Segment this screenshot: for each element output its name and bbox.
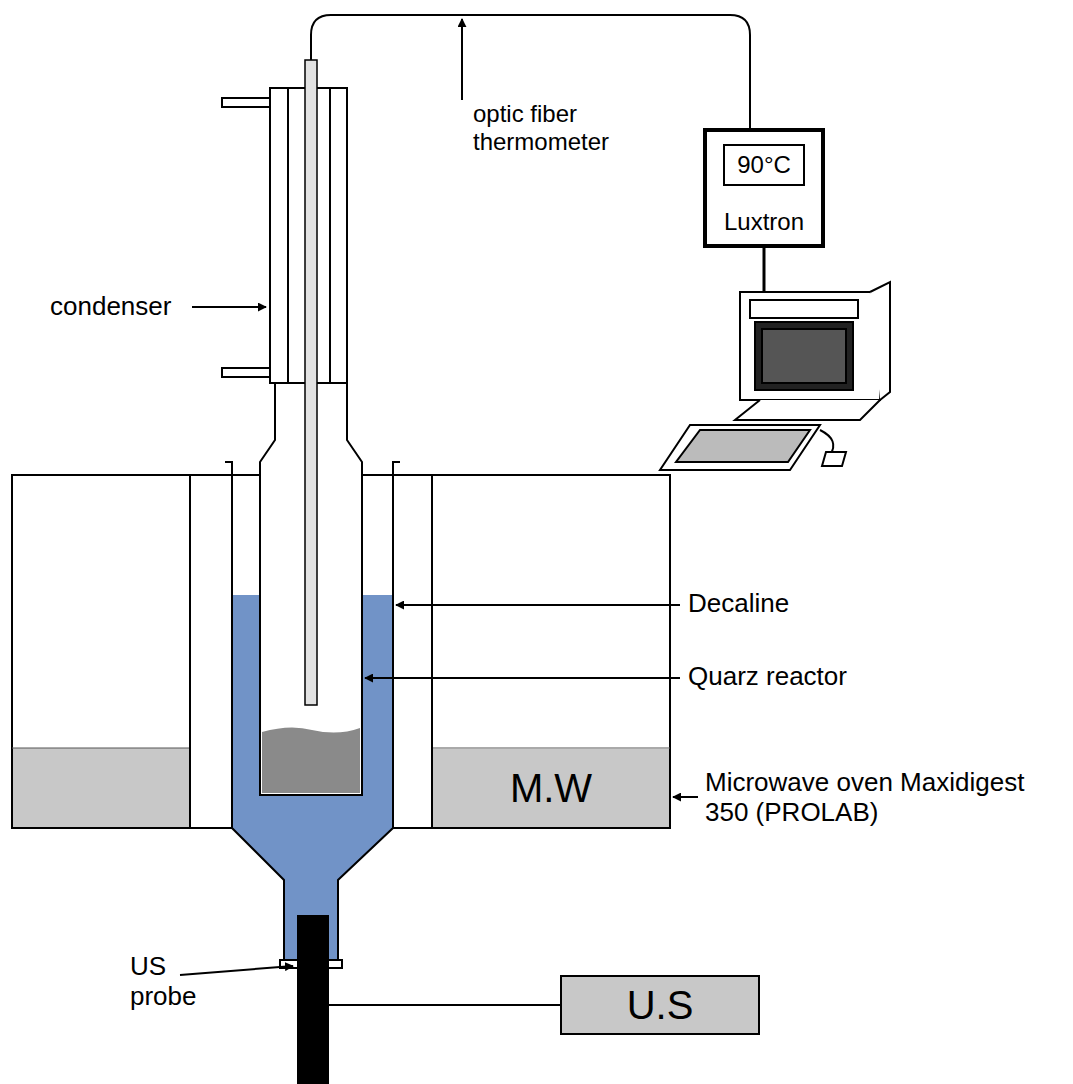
water-inlet (222, 368, 270, 377)
microwave-label: Microwave oven Maxidigest 350 (PROLAB) (705, 768, 1050, 828)
probe-label: US probe (130, 952, 210, 1012)
microwave-base (13, 748, 190, 827)
condenser-tube (329, 88, 331, 383)
ultrasound-probe (297, 915, 329, 1084)
temperature-display: 90°C (723, 144, 805, 186)
leader-arrow (673, 796, 698, 798)
leader-arrow (180, 966, 293, 975)
luxtron-unit: 90°C Luxtron (703, 128, 825, 248)
decaline-label: Decaline (688, 589, 789, 619)
node-text: 90°C (737, 151, 791, 179)
microwave-label-panel: M.W (433, 749, 669, 827)
leader-arrow (192, 306, 266, 308)
condenser-tube (287, 88, 289, 383)
fiber-label: optic fiber thermometer (473, 100, 633, 155)
thermometer-rod (305, 60, 317, 705)
cavity-wall (189, 475, 191, 828)
ultrasound-generator: U.S (560, 975, 760, 1035)
base-line (12, 748, 190, 749)
probe-cable (329, 1004, 560, 1006)
leader-arrow (461, 19, 463, 100)
node-text: U.S (627, 982, 694, 1028)
data-cable (763, 248, 766, 292)
node-text: Luxtron (724, 208, 804, 236)
sample (262, 727, 360, 793)
node-text: M.W (510, 765, 592, 811)
condenser-label: condenser (50, 292, 171, 322)
computer-icon (660, 282, 890, 470)
water-outlet (222, 98, 270, 107)
leader-arrow (396, 604, 680, 606)
reactor-label: Quarz reactor (688, 662, 847, 692)
leader-arrow (365, 677, 680, 679)
